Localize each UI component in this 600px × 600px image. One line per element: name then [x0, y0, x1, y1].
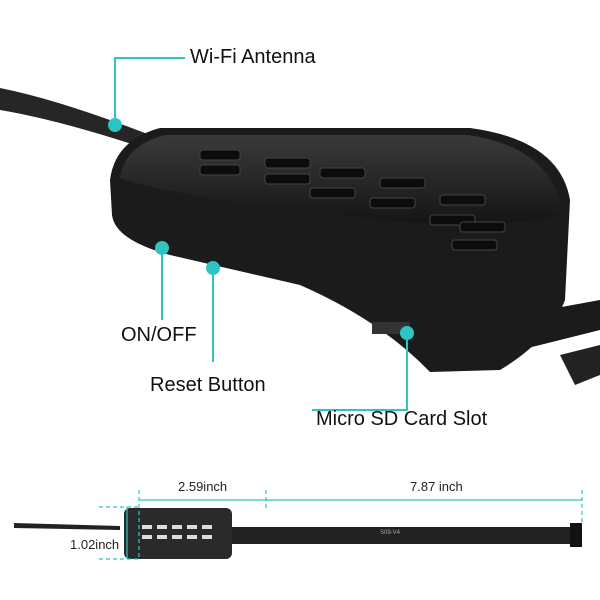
callout-micro-sd: Micro SD Card Slot	[316, 408, 488, 430]
dimension-height: 1.02inch	[70, 537, 120, 552]
board-marking: S09-V4	[380, 530, 401, 536]
antenna-cable-small	[14, 523, 120, 530]
callout-on-off: ON/OFF	[121, 324, 197, 346]
device-body-small	[124, 508, 232, 559]
ribbon-cable-small	[232, 527, 582, 544]
callout-wifi-antenna: Wi-Fi Antenna	[190, 46, 316, 68]
callout-reset-button: Reset Button	[150, 374, 266, 396]
dimension-cable-length: 7.87 inch	[410, 479, 463, 494]
antenna-cable	[0, 88, 150, 150]
dimension-width: 2.59inch	[178, 479, 228, 494]
